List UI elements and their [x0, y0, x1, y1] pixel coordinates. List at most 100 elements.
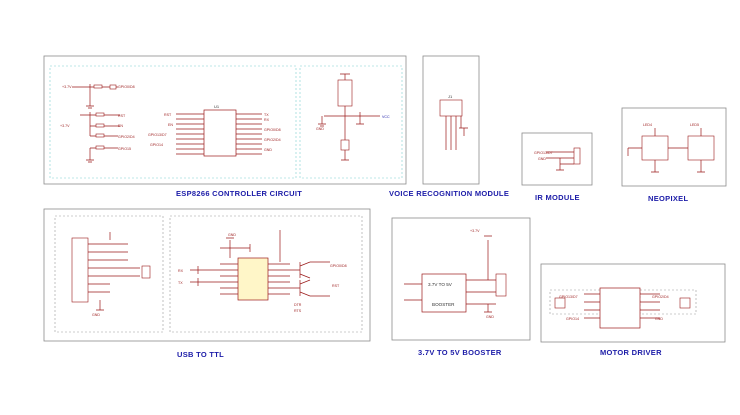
booster-wires	[404, 279, 496, 305]
booster-module-box	[421, 273, 467, 313]
switch-flash	[109, 84, 117, 90]
regulator-out	[341, 150, 349, 161]
net-label-dtr: DTR	[294, 303, 302, 307]
ch340-inner-frame	[169, 215, 363, 333]
gnd-symbol-1	[86, 105, 94, 109]
ir-title: IR MODULE	[535, 193, 580, 202]
resistor-r2	[95, 112, 105, 117]
regulator-vout-label: VCC	[382, 115, 390, 119]
ir-section: GPIO13/D7 GND	[521, 132, 593, 186]
esp-pin-gpio14: GPIO14	[150, 143, 163, 147]
neopixel-title: NEOPIXEL	[648, 194, 688, 203]
resistor-r4	[95, 133, 105, 138]
voice-pins	[445, 116, 462, 150]
motor-section: GPIO13/D7 GPIO14 GPIO2/D4 GND	[540, 263, 726, 343]
motor-a	[554, 297, 566, 309]
regulator-gnd	[318, 116, 326, 127]
ir-frame	[521, 132, 593, 186]
motor-b	[679, 297, 691, 309]
usb-ttl-frame	[43, 208, 371, 342]
motor-net-gpio13: GPIO13/D7	[559, 295, 578, 299]
esp-pin-rx: RX	[264, 118, 270, 122]
neopixel-led5-label: LED5	[690, 123, 699, 127]
esp-pin-en: EN	[168, 123, 173, 127]
esp-pin-rst: RST	[164, 113, 172, 117]
regulator-wires	[324, 73, 380, 140]
ir-net-gnd: GND	[538, 157, 546, 161]
ch340-chip	[237, 257, 269, 301]
ch340-rx-label: RX	[178, 269, 184, 273]
neopixel-led5	[687, 135, 715, 161]
esp8266-chip	[203, 109, 237, 157]
esp-pin-tx: TX	[264, 113, 269, 117]
regulator-cap	[340, 139, 350, 151]
usb-gnd-label: GND	[92, 313, 100, 317]
ch340-serial-wires	[190, 266, 220, 286]
net-label-gpio0: GPIO0/D8	[118, 85, 135, 89]
net-label-gpio2: GPIO2/D4	[118, 135, 135, 139]
booster-frame	[391, 217, 531, 341]
booster-vin-label: +3.7V	[470, 229, 480, 233]
net-label-vcc-top: +3.7V	[62, 85, 72, 89]
usb-gnd	[96, 300, 104, 311]
motor-net-gpio14: GPIO14	[566, 317, 579, 321]
neopixel-wires	[627, 128, 702, 172]
booster-section: 3.7V TO 5V BOOSTER GND +3.7V	[391, 217, 531, 341]
voice-ref: J1	[448, 94, 453, 99]
regulator-inner-frame	[299, 65, 403, 179]
voice-section: J1	[422, 55, 480, 185]
usb-connector-inner-frame	[54, 215, 164, 333]
esp8266-inner-frame	[49, 65, 297, 179]
esp8266-frame	[43, 55, 407, 185]
booster-box-line2: BOOSTER	[432, 302, 455, 307]
ch340-gnd-label: GND	[228, 233, 236, 237]
voice-title: VOICE RECOGNITION MODULE	[389, 189, 509, 198]
motor-title: MOTOR DRIVER	[600, 348, 662, 357]
ir-connector	[573, 147, 581, 165]
booster-title: 3.7V TO 5V BOOSTER	[418, 348, 502, 357]
ch340-tx-label: TX	[178, 281, 183, 285]
usb-ttl-title: USB TO TTL	[177, 350, 224, 359]
ch340-top-wires	[220, 237, 251, 258]
resistor-r5	[95, 145, 105, 150]
esp-pin-gpio2: GPIO2/D4	[264, 138, 281, 142]
net-label-en: EN	[118, 124, 123, 128]
usb-connector	[71, 237, 89, 303]
regulator-ic	[337, 79, 353, 107]
net-label-vcc-left: +3.7V	[60, 124, 70, 128]
esp-left-pins	[176, 113, 204, 155]
esp-pin-gpio13: GPIO13/D7	[148, 133, 167, 137]
transistor-q1	[290, 261, 311, 279]
net-label-gpio0-usb: GPIO0/D8	[330, 264, 347, 268]
transistor-outputs	[279, 230, 330, 297]
gnd-symbol-2	[86, 148, 94, 163]
esp-pin-gnd: GND	[264, 148, 272, 152]
regulator-gnd-label: GND	[316, 127, 324, 131]
net-label-gpio15: GPIO15	[118, 147, 131, 151]
ch340-right-pins	[268, 263, 290, 295]
motor-net-gnd: GND	[655, 317, 663, 321]
usb-side-connector	[141, 265, 151, 279]
esp8266-ref: U1	[214, 104, 220, 109]
neopixel-led4-label: LED4	[643, 123, 652, 127]
ch340-left-pins	[220, 263, 238, 295]
motor-driver-chip	[599, 287, 641, 329]
neopixel-led4	[641, 135, 669, 161]
booster-output-connector	[495, 273, 507, 297]
usb-wires	[88, 243, 140, 293]
esp8266-section: +3.7V GPIO0/D8 RST +3.7V EN GPIO2/D4 GPI…	[43, 55, 407, 185]
net-label-rst: RST	[118, 114, 126, 118]
booster-box-line1: 3.7V TO 5V	[428, 282, 453, 287]
ir-net-gpio: GPIO13/D7	[534, 151, 553, 155]
neopixel-frame	[621, 107, 727, 187]
motor-frame	[540, 263, 726, 343]
booster-gnd-label: GND	[486, 315, 494, 319]
booster-vertical-wires	[484, 235, 492, 313]
net-label-rts: RTS	[294, 309, 302, 313]
neopixel-section: LED4 LED5	[621, 107, 727, 187]
resistor-r1	[93, 84, 103, 89]
usb-ttl-section: GND GND RX TX GPIO0/D8 RST DTR RTS	[43, 208, 371, 342]
resistor-r3	[95, 123, 105, 128]
esp8266-title: ESP8266 CONTROLLER CIRCUIT	[176, 189, 302, 198]
